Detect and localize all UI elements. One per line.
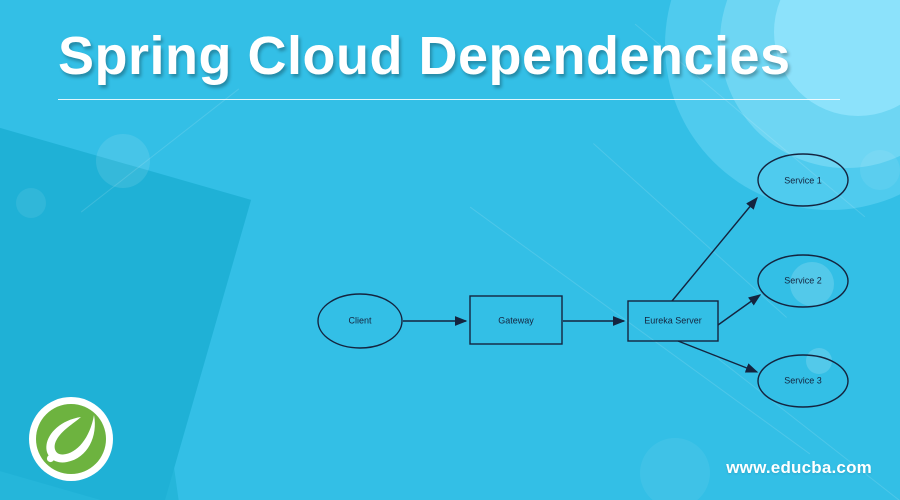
node-service-2[interactable]	[757, 254, 849, 308]
node-label-eureka: Eureka Server	[644, 315, 702, 325]
edge-eureka-to-service2	[717, 294, 762, 326]
spring-leaf-logo	[28, 396, 114, 482]
page-title: Spring Cloud Dependencies	[58, 26, 791, 86]
node-gateway[interactable]	[469, 295, 563, 345]
node-service-1[interactable]	[757, 153, 849, 207]
site-watermark: www.educba.com	[726, 458, 872, 477]
node-eureka[interactable]	[627, 300, 719, 342]
node-label-service-3: Service 3	[784, 375, 822, 385]
node-label-gateway: Gateway	[498, 315, 534, 325]
edge-eureka-to-service1	[671, 196, 758, 302]
node-service-3[interactable]	[757, 354, 849, 408]
node-label-service-2: Service 2	[784, 275, 822, 285]
edge-eureka-to-service3	[677, 340, 759, 373]
logo-green-circle	[36, 404, 106, 474]
logo-leaf-dot	[46, 454, 55, 463]
node-label-service-1: Service 1	[784, 175, 822, 185]
title-block: Spring Cloud Dependencies	[58, 26, 848, 101]
logo-leaf-shape	[46, 415, 95, 463]
title-underline	[58, 98, 840, 101]
node-label-client: Client	[348, 315, 372, 325]
node-client[interactable]	[317, 293, 403, 349]
